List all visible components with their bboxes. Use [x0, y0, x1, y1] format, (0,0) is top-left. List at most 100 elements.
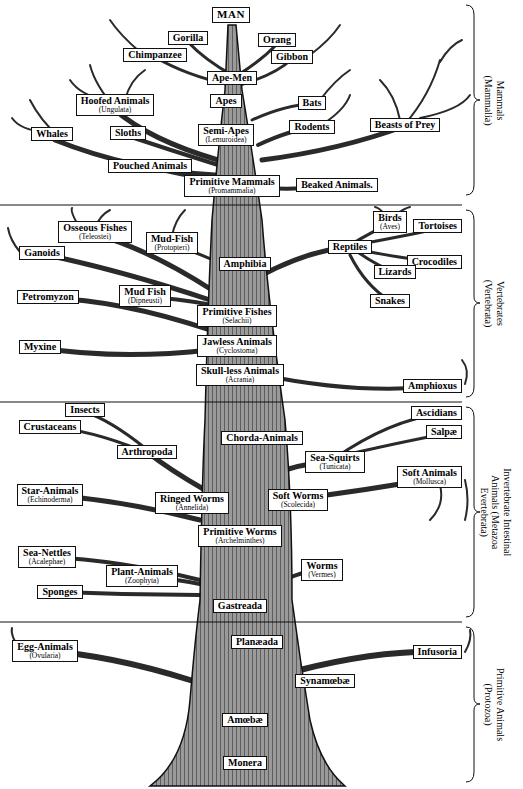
taxon-box: Bats [298, 96, 327, 111]
taxon-name: Birds [378, 213, 401, 224]
taxon-box: Gorilla [168, 31, 209, 46]
taxon-latin-name: (Lemuroidea) [203, 136, 249, 144]
taxon-box: Monera [223, 756, 267, 771]
taxon-box: Reptiles [328, 240, 372, 255]
taxon-name: Primitive Fishes [202, 307, 271, 318]
taxon-latin-name: (Scolecida) [273, 501, 324, 509]
taxon-name: Chorda-Animals [226, 433, 298, 444]
taxon-name: Hoofed Animals [81, 96, 150, 107]
taxon-box: Mud Fish(Dipneusti) [119, 285, 170, 307]
section-label: Primitive Animals (Protozoa) [483, 654, 506, 754]
taxon-name: Crocodiles [412, 257, 457, 268]
taxon-box: Worms(Vermes) [301, 559, 342, 581]
taxon-latin-name: (Ovularia) [17, 652, 73, 660]
taxon-name: Primitive Mammals [189, 177, 274, 188]
taxon-box: Osseous Fishes(Teleostei) [58, 221, 132, 243]
taxon-box: Petromyzon [17, 290, 78, 305]
taxon-name: Primitive Worms [203, 527, 276, 538]
taxon-name: Rodents [294, 122, 329, 133]
taxon-box: Primitive Worms(Archelminthes) [198, 525, 281, 547]
taxon-box: Sea-Squirts(Tunicata) [305, 451, 364, 473]
taxon-box: Apes [210, 94, 241, 109]
taxon-name: Synamœbæ [300, 676, 349, 687]
taxon-name: Apes [215, 96, 236, 107]
taxon-name: Snakes [375, 296, 405, 307]
section-label: Mammals (Mammalia) [483, 69, 506, 131]
taxon-name: Sponges [42, 587, 77, 598]
taxon-box: Salpæ [426, 425, 462, 440]
taxon-box: Rodents [289, 120, 334, 135]
taxon-box: Planæada [231, 635, 283, 650]
taxon-latin-name: (Ungulata) [81, 106, 150, 114]
taxon-box: Sloths [110, 126, 146, 141]
taxon-name: Mud Fish [124, 287, 165, 298]
taxon-box: Snakes [370, 294, 410, 309]
taxon-box: Egg-Animals(Ovularia) [12, 640, 78, 662]
taxon-name: Soft Worms [273, 491, 324, 502]
taxon-box: Lizards [374, 265, 417, 280]
taxon-box: Synamœbæ [295, 674, 354, 689]
taxon-latin-name: (Teleostei) [63, 233, 127, 241]
taxon-box: Insects [65, 403, 104, 418]
taxon-name: Petromyzon [22, 292, 73, 303]
taxon-name: Planæada [236, 637, 278, 648]
taxon-name: Pouched Animals [113, 161, 187, 172]
taxon-name: Gorilla [173, 33, 204, 44]
taxon-box: Gastreada [213, 599, 267, 614]
taxon-name: Egg-Animals [17, 642, 73, 653]
taxon-box: Amphibia [219, 257, 272, 272]
taxon-name: Jawless Animals [202, 337, 272, 348]
taxon-latin-name: (Cyclostoma) [202, 347, 272, 355]
taxon-box: Sponges [37, 585, 82, 600]
taxon-box: Beasts of Prey [370, 118, 440, 133]
taxon-latin-name: (Mollusca) [402, 478, 457, 486]
taxon-box: Orang [258, 33, 296, 48]
taxon-box: Beaked Animals. [296, 178, 378, 193]
taxon-name: Semi-Apes [203, 126, 249, 137]
taxon-box: Plant-Animals(Zoophyta) [106, 565, 178, 587]
taxon-box: Gibbon [271, 50, 313, 65]
taxon-latin-name: (Selachii) [202, 317, 271, 325]
taxon-name: Arthropoda [122, 447, 173, 458]
taxon-name: Orang [263, 35, 291, 46]
taxon-latin-name: (Promammalia) [189, 187, 274, 195]
taxon-name: Crustaceans [24, 422, 77, 433]
taxon-name: Ape-Men [212, 73, 252, 84]
taxon-name: Amphioxus [408, 381, 457, 392]
taxon-latin-name: (Archelminthes) [203, 537, 276, 545]
taxon-box: Jawless Animals(Cyclostoma) [197, 335, 277, 357]
taxon-box: Crustaceans [19, 420, 82, 435]
taxon-name: Myxine [24, 342, 56, 353]
taxon-name: Star-Animals [22, 486, 79, 497]
taxon-box: Primitive Fishes(Selachii) [197, 305, 276, 327]
taxon-box: Myxine [19, 340, 61, 355]
section-label: Invertebrate Intestinal Animals (Metazoa… [479, 452, 514, 572]
taxon-name: Ringed Worms [160, 494, 224, 505]
taxon-latin-name: (Vermes) [306, 571, 337, 579]
taxon-name: MAN [217, 9, 245, 21]
taxon-box: Primitive Mammals(Promammalia) [184, 175, 279, 197]
taxon-name: Ascidians [416, 408, 457, 419]
taxon-box: Soft Worms(Scolecida) [268, 489, 329, 511]
taxon-latin-name: (Tunicata) [310, 463, 359, 471]
taxon-box: Soft Animals(Mollusca) [397, 466, 462, 488]
taxon-box: Ganoids [19, 246, 65, 261]
taxon-latin-name: (Protopteri) [151, 244, 193, 252]
taxon-name: Gibbon [276, 52, 308, 63]
taxon-name: Beasts of Prey [375, 120, 435, 131]
taxon-latin-name: (Dipneusti) [124, 297, 165, 305]
taxon-latin-name: (Annelida) [160, 504, 224, 512]
taxon-name: Ganoids [24, 248, 60, 259]
taxon-name: Worms [306, 561, 337, 572]
taxon-name: Sea-Squirts [310, 453, 359, 464]
taxon-box: MAN [212, 7, 250, 23]
taxon-name: Soft Animals [402, 468, 457, 479]
taxon-latin-name: (Aves) [378, 223, 401, 231]
taxon-name: Sloths [115, 128, 141, 139]
taxon-name: Whales [36, 129, 68, 140]
taxon-name: Tortoises [418, 221, 457, 232]
taxon-name: Lizards [379, 267, 412, 278]
taxon-name: Monera [228, 758, 262, 769]
